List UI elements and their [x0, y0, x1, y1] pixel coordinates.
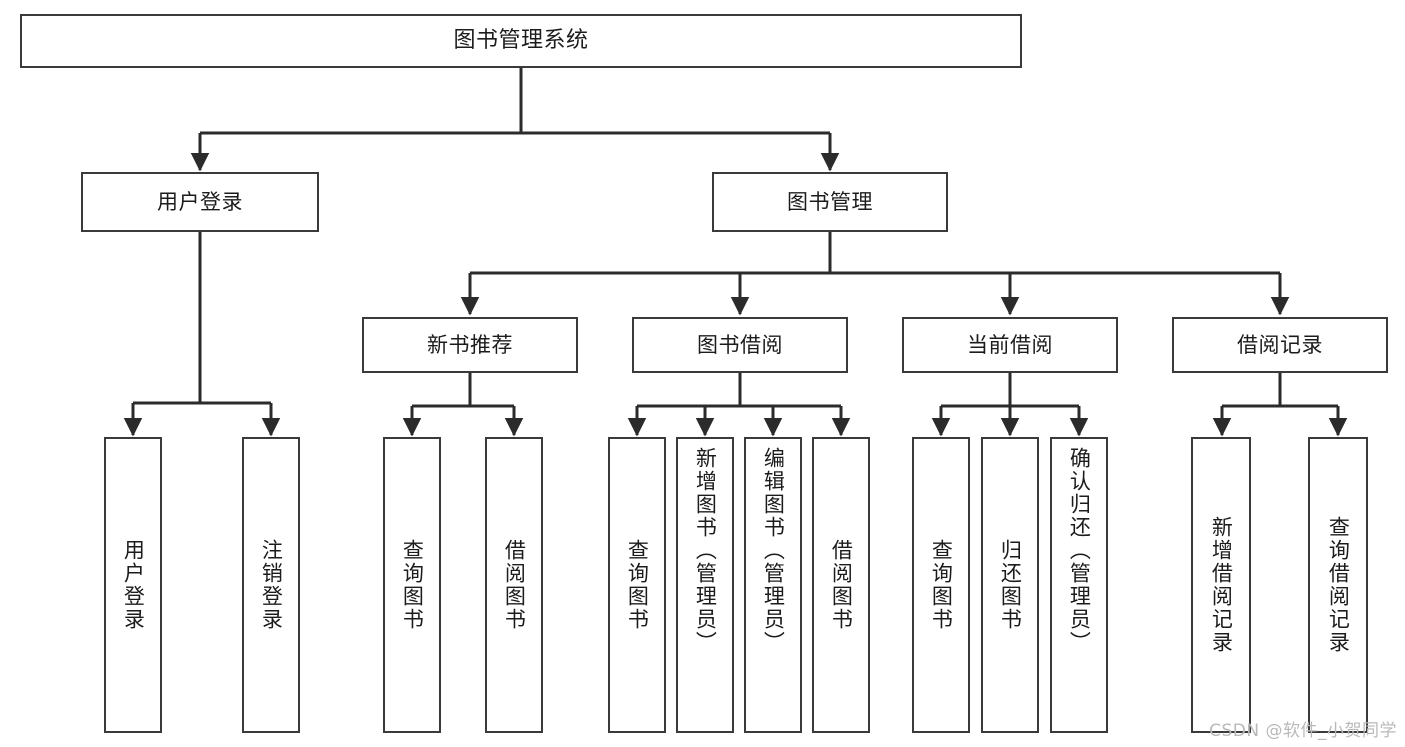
node-leaf-newbook-borrow-book-label: 借阅图书	[502, 539, 527, 631]
node-leaf-return-book-label: 归还图书	[998, 539, 1023, 631]
node-leaf-user-login-label: 用户登录	[121, 539, 146, 631]
node-leaf-confirm-return-admin[interactable]: 确认归还（管理员）	[1050, 437, 1108, 733]
node-book-borrow-label: 图书借阅	[697, 332, 783, 357]
node-leaf-newbook-query-book-label: 查询图书	[400, 539, 425, 631]
node-book-borrow[interactable]: 图书借阅	[632, 317, 848, 373]
node-leaf-query-borrow-record-label: 查询借阅记录	[1326, 516, 1351, 654]
node-root-book-management-system[interactable]: 图书管理系统	[20, 14, 1022, 68]
node-leaf-logout[interactable]: 注销登录	[242, 437, 300, 733]
node-leaf-confirm-return-admin-label: 确认归还（管理员）	[1067, 447, 1092, 654]
node-leaf-add-book-admin[interactable]: 新增图书（管理员）	[676, 437, 734, 733]
node-user-login-label: 用户登录	[157, 189, 243, 214]
node-current-borrow[interactable]: 当前借阅	[902, 317, 1118, 373]
node-leaf-borrow-query-book[interactable]: 查询图书	[608, 437, 666, 733]
node-leaf-current-query-book-label: 查询图书	[929, 539, 954, 631]
node-leaf-add-borrow-record[interactable]: 新增借阅记录	[1191, 437, 1251, 733]
node-leaf-query-borrow-record[interactable]: 查询借阅记录	[1308, 437, 1368, 733]
node-leaf-newbook-borrow-book[interactable]: 借阅图书	[485, 437, 543, 733]
node-new-book-recommend-label: 新书推荐	[427, 332, 513, 357]
node-leaf-add-book-admin-label: 新增图书（管理员）	[693, 447, 718, 654]
node-leaf-borrow-book-label: 借阅图书	[829, 539, 854, 631]
node-borrow-record-label: 借阅记录	[1237, 332, 1323, 357]
node-leaf-borrow-query-book-label: 查询图书	[625, 539, 650, 631]
node-current-borrow-label: 当前借阅	[967, 332, 1053, 357]
node-leaf-return-book[interactable]: 归还图书	[981, 437, 1039, 733]
node-book-management-label: 图书管理	[787, 189, 873, 214]
node-root-label: 图书管理系统	[453, 27, 589, 53]
node-leaf-logout-label: 注销登录	[259, 539, 284, 631]
node-leaf-current-query-book[interactable]: 查询图书	[912, 437, 970, 733]
node-leaf-newbook-query-book[interactable]: 查询图书	[383, 437, 441, 733]
node-borrow-record[interactable]: 借阅记录	[1172, 317, 1388, 373]
node-new-book-recommend[interactable]: 新书推荐	[362, 317, 578, 373]
node-leaf-edit-book-admin[interactable]: 编辑图书（管理员）	[744, 437, 802, 733]
csdn-watermark: CSDN @软件_小贺同学	[1209, 721, 1397, 741]
node-book-management[interactable]: 图书管理	[712, 172, 948, 232]
node-leaf-borrow-book[interactable]: 借阅图书	[812, 437, 870, 733]
node-leaf-user-login[interactable]: 用户登录	[104, 437, 162, 733]
node-user-login[interactable]: 用户登录	[81, 172, 319, 232]
node-leaf-edit-book-admin-label: 编辑图书（管理员）	[761, 447, 786, 654]
node-leaf-add-borrow-record-label: 新增借阅记录	[1209, 516, 1234, 654]
